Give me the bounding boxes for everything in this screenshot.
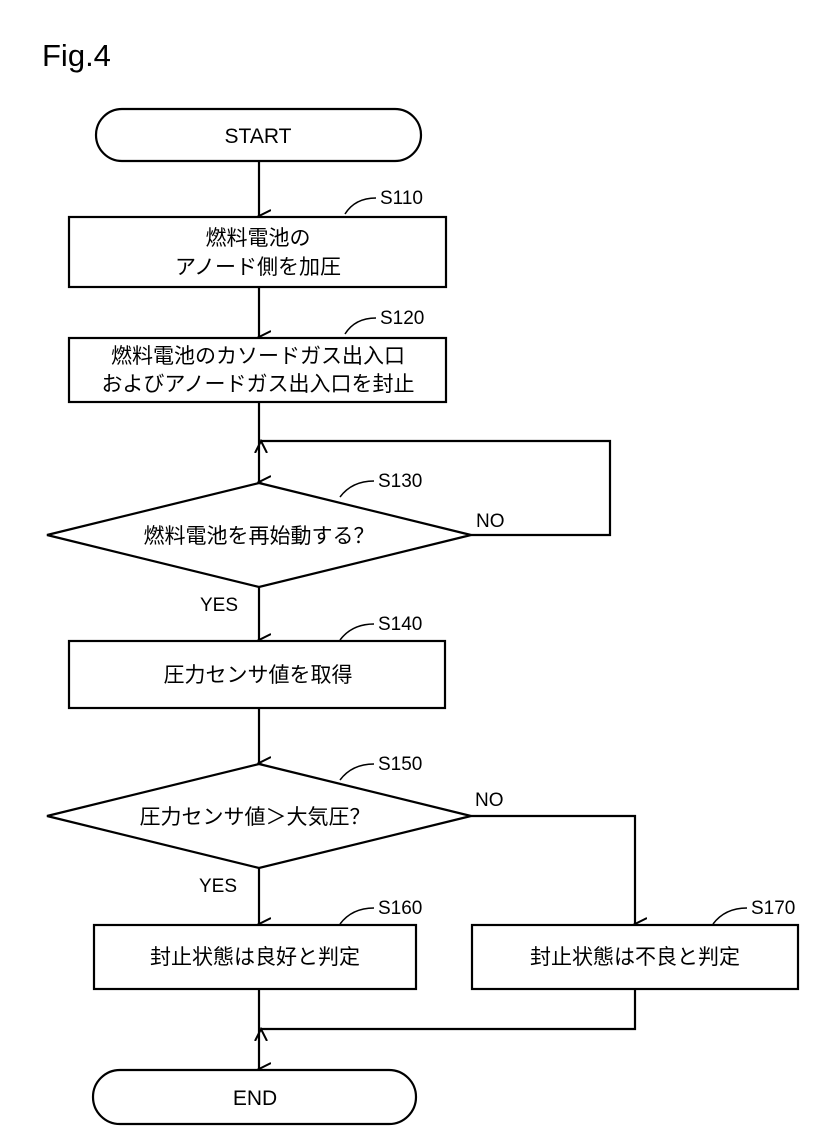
step-label-s170: S170 xyxy=(751,898,795,919)
process-s120: S120 燃料電池のカソードガス出入口 およびアノードガス出入口を封止 xyxy=(69,308,446,402)
step-leader-s110 xyxy=(345,198,376,214)
end-label: END xyxy=(233,1087,277,1110)
step-label-s120: S120 xyxy=(380,308,424,329)
step-leader-s170 xyxy=(713,908,747,924)
step-leader-s120 xyxy=(345,318,376,334)
process-s170-text: 封止状態は不良と判定 xyxy=(530,945,740,969)
step-label-s150: S150 xyxy=(378,754,422,775)
decision-s130-yes: YES xyxy=(200,595,238,616)
arrow-s170-merge xyxy=(261,989,635,1029)
process-s140-text: 圧力センサ値を取得 xyxy=(164,663,353,687)
start-terminal: START xyxy=(96,109,421,161)
process-s120-line2: およびアノードガス出入口を封止 xyxy=(101,372,414,396)
step-leader-s160 xyxy=(340,908,374,924)
process-s110-line1: 燃料電池の xyxy=(206,226,311,250)
decision-s130-question: 燃料電池を再始動する？ xyxy=(144,524,375,548)
step-leader-s140 xyxy=(340,624,374,640)
process-s110-line2: アノード側を加圧 xyxy=(175,255,341,279)
step-leader-s130 xyxy=(340,481,374,497)
decision-s150-yes: YES xyxy=(199,876,237,897)
process-s160-text: 封止状態は良好と判定 xyxy=(150,945,360,969)
process-s140: S140 圧力センサ値を取得 xyxy=(69,614,445,708)
step-label-s130: S130 xyxy=(378,471,422,492)
step-label-s160: S160 xyxy=(378,898,422,919)
process-s120-line1: 燃料電池のカソードガス出入口 xyxy=(111,344,405,368)
step-label-s140: S140 xyxy=(378,614,422,635)
figure-label: Fig.4 xyxy=(42,38,111,73)
start-label: START xyxy=(225,125,292,148)
end-terminal: END xyxy=(93,1070,416,1124)
decision-s130-no: NO xyxy=(476,511,505,532)
decision-s150-no: NO xyxy=(475,790,504,811)
decision-s130: S130 燃料電池を再始動する？ NO YES xyxy=(47,471,505,616)
step-leader-s150 xyxy=(340,764,374,780)
decision-s150: S150 圧力センサ値＞大気圧？ NO YES xyxy=(47,754,504,897)
decision-s150-question: 圧力センサ値＞大気圧？ xyxy=(140,805,371,829)
arrow-s150-s170 xyxy=(471,816,635,924)
step-label-s110: S110 xyxy=(380,188,423,209)
process-s110: S110 燃料電池の アノード側を加圧 xyxy=(69,188,446,287)
